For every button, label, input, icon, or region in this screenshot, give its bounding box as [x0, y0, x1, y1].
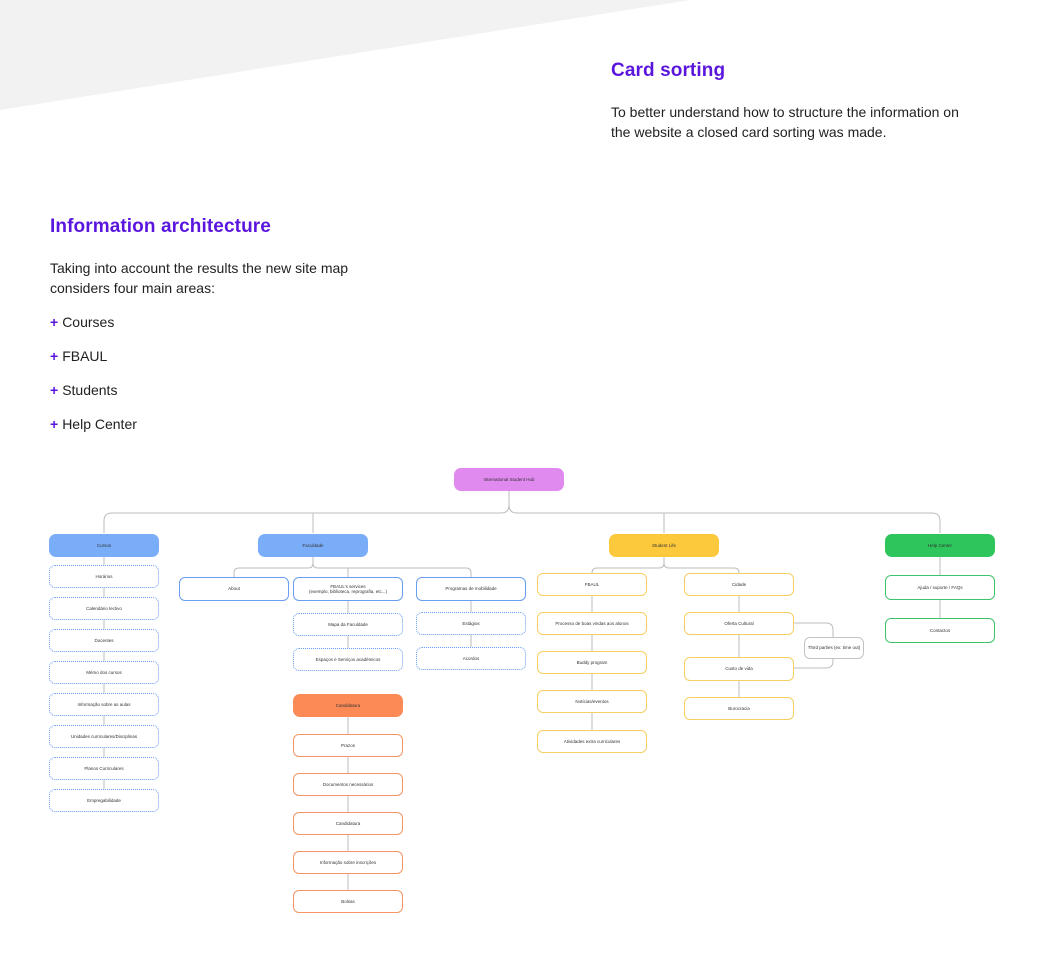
card-sorting-title: Card sorting: [611, 60, 726, 81]
node-mobilidade-item: Acordos: [416, 647, 526, 670]
plus-icon: +: [50, 416, 59, 432]
node-fbaul-item: Buddy program: [537, 651, 647, 674]
node-courses-item: Docentes: [49, 629, 159, 652]
node-courses-item: Mémo dos cursos: [49, 661, 159, 684]
area-item: +FBAUL: [50, 346, 137, 380]
node-candidatura-item: Documentos necessários: [293, 773, 403, 796]
plus-icon: +: [50, 314, 59, 330]
node-third-parties: Third parties (ex: time out): [804, 637, 864, 659]
node-fbaul-item: Processo de boas vindas aos alunos: [537, 612, 647, 635]
node-mobilidade: Programas de mobilidade: [416, 577, 526, 601]
main-areas-list: +Courses +FBAUL +Students +Help Center: [50, 312, 137, 448]
node-root: International Student Hub: [454, 468, 564, 491]
node-courses-header: Cursos: [49, 534, 159, 557]
info-architecture-line-1: Taking into account the results the new …: [50, 260, 349, 276]
area-label: Students: [62, 382, 118, 398]
area-label: Courses: [62, 314, 115, 330]
node-services-item: Mapa da Faculdade: [293, 613, 403, 636]
node-help-item: Ajuda / suporte / FAQs: [885, 575, 995, 600]
node-courses-item: Horários: [49, 565, 159, 588]
info-architecture-text: Taking into account the results the new …: [50, 258, 348, 298]
node-services-line-1: FBAUL's services: [330, 583, 366, 589]
background-shape: [0, 0, 690, 110]
plus-icon: +: [50, 348, 59, 364]
node-fbaul-item: Atividades extra curriculares: [537, 730, 647, 753]
area-item: +Help Center: [50, 414, 137, 448]
node-courses-item: Planos Curriculares: [49, 757, 159, 780]
node-services-line-2: (exemplo, biblioteca, reprografia, etc..…: [308, 589, 388, 594]
node-mobilidade-item: Estágios: [416, 612, 526, 635]
node-help-item: Contactos: [885, 618, 995, 643]
node-faculdade-header: Faculdade: [258, 534, 368, 557]
site-map-connectors: [103, 491, 941, 890]
node-cidade-item: Burocracia: [684, 697, 794, 720]
node-fbaul: FBAUL: [537, 573, 647, 596]
area-item: +Courses: [50, 312, 137, 346]
node-candidatura-item: Candidatura: [293, 812, 403, 835]
plus-icon: +: [50, 382, 59, 398]
node-candidatura-header: Candidatura: [293, 694, 403, 717]
area-item: +Students: [50, 380, 137, 414]
node-cidade-item: Custo de vida: [684, 657, 794, 681]
node-candidatura-item: Informação sobre inscrições: [293, 851, 403, 874]
area-label: FBAUL: [62, 348, 108, 364]
node-services: FBAUL's services (exemplo, biblioteca, r…: [293, 577, 403, 601]
node-services-item: Espaços e Serviços académicos: [293, 648, 403, 671]
node-courses-item: Informação sobre as aulas: [49, 693, 159, 716]
info-architecture-line-2: considers four main areas:: [50, 280, 215, 296]
node-fbaul-item: Notícias/eventos: [537, 690, 647, 713]
node-cidade: Cidade: [684, 573, 794, 596]
site-map-diagram: International Student Hub Cursos Horário…: [0, 455, 1058, 925]
node-student-life-header: Student Life: [609, 534, 719, 557]
card-sorting-line-2: the website a closed card sorting was ma…: [611, 124, 887, 140]
info-architecture-title: Information architecture: [50, 216, 271, 237]
node-courses-item: Unidades curriculares/Disciplinas: [49, 725, 159, 748]
area-label: Help Center: [62, 416, 137, 432]
node-courses-item: Calendário lectivo: [49, 597, 159, 620]
node-about: About: [179, 577, 289, 601]
card-sorting-line-1: To better understand how to structure th…: [611, 104, 959, 120]
node-courses-item: Empregabilidade: [49, 789, 159, 812]
card-sorting-text: To better understand how to structure th…: [611, 102, 959, 142]
node-candidatura-item: Prazos: [293, 734, 403, 757]
node-cidade-item: Oferta Cultural: [684, 612, 794, 635]
node-help-center-header: Help Center: [885, 534, 995, 557]
node-candidatura-item: Bolsas: [293, 890, 403, 913]
